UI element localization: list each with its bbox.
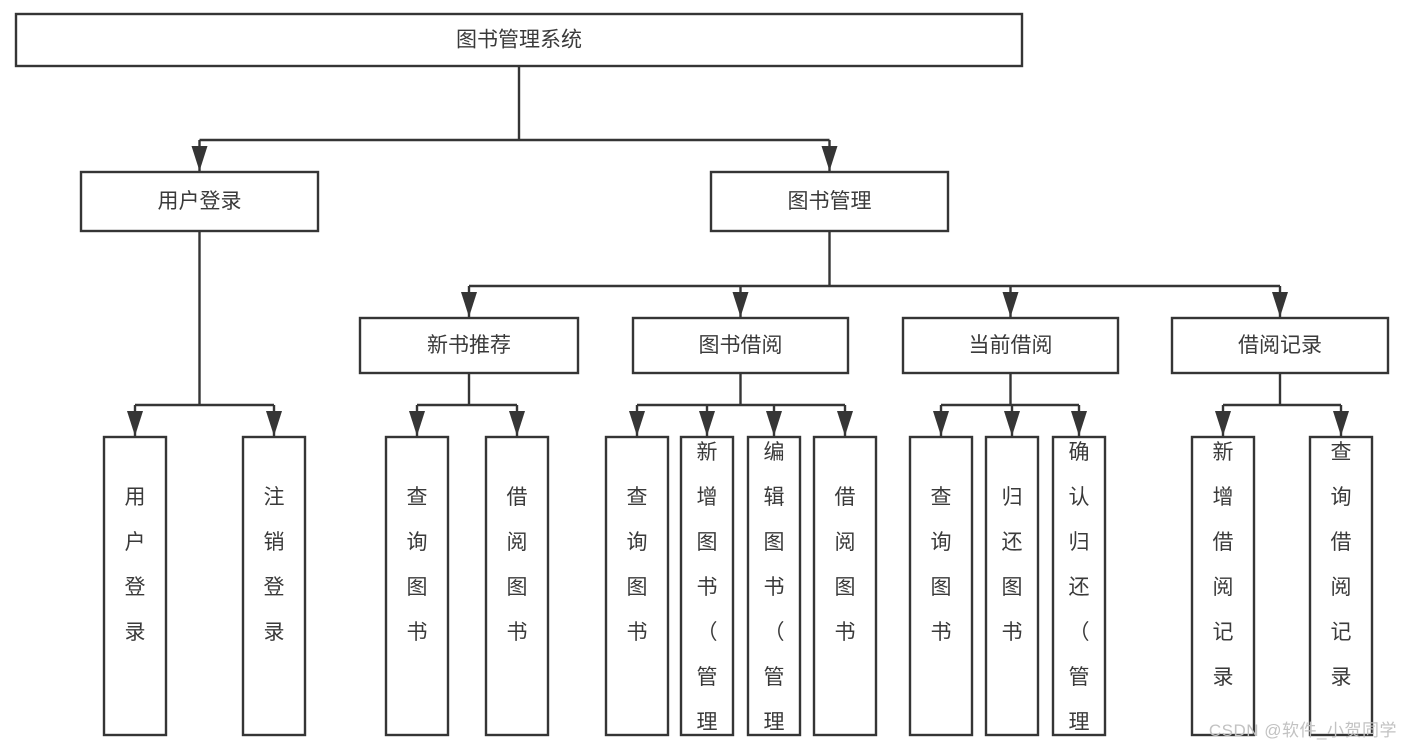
node-root[interactable]: 图书管理系统 <box>14 12 1024 68</box>
node-leaf-record-add[interactable]: 新增借阅记录 <box>1190 435 1256 737</box>
node-box-newbook <box>358 316 580 375</box>
node-leaf-borrow-edit[interactable]: 编辑图书（管理员） <box>746 435 802 747</box>
node-leaf-current-query[interactable]: 查询图书 <box>908 435 974 737</box>
arrowhead-leaf-borrow-lend <box>837 411 853 436</box>
arrowhead-leaf-current-confirm <box>1071 411 1087 436</box>
node-label-leaf-user-logout: 注销登录 <box>264 486 285 644</box>
node-leaf-newbook-borrow[interactable]: 借阅图书 <box>484 435 550 737</box>
node-box-leaf-newbook-borrow <box>484 435 550 737</box>
arrowhead-borrow <box>732 292 749 317</box>
connector-edges <box>127 66 1349 436</box>
node-label-leaf-borrow-query: 查询图书 <box>627 486 648 644</box>
node-label-leaf-newbook-query: 查询图书 <box>407 486 428 644</box>
node-label-borrow: 图书借阅 <box>699 334 783 357</box>
node-label-leaf-current-confirm: 确认归还（管理员） <box>1069 441 1090 747</box>
arrowhead-leaf-current-query <box>933 411 949 436</box>
node-leaf-borrow-query[interactable]: 查询图书 <box>604 435 670 737</box>
node-record[interactable]: 借阅记录 <box>1170 316 1390 375</box>
node-leaf-borrow-lend[interactable]: 借阅图书 <box>812 435 878 737</box>
edge-group-bookmgmt <box>461 231 1288 317</box>
arrowhead-leaf-newbook-borrow <box>509 411 525 436</box>
node-current[interactable]: 当前借阅 <box>901 316 1120 375</box>
edge-group-borrow <box>629 373 853 436</box>
edge-group-login <box>127 231 282 436</box>
arrowhead-leaf-record-query <box>1333 411 1349 436</box>
node-box-root <box>14 12 1024 68</box>
arrowhead-leaf-user-logout <box>266 411 282 436</box>
node-leaf-current-confirm[interactable]: 确认归还（管理员） <box>1051 435 1107 747</box>
node-leaf-user-login[interactable]: 用户登录 <box>102 435 168 737</box>
node-leaf-user-logout[interactable]: 注销登录 <box>241 435 307 737</box>
node-label-leaf-current-return: 归还图书 <box>1002 486 1023 644</box>
arrowhead-leaf-borrow-add <box>699 411 715 436</box>
node-box-leaf-user-logout <box>241 435 307 737</box>
node-box-leaf-borrow-edit <box>746 435 802 737</box>
arrowhead-leaf-current-return <box>1004 411 1020 436</box>
node-label-login: 用户登录 <box>158 190 242 213</box>
arrowhead-record <box>1272 292 1288 317</box>
node-label-bookmgmt: 图书管理 <box>788 190 872 213</box>
node-label-leaf-borrow-lend: 借阅图书 <box>835 486 856 644</box>
arrowhead-leaf-record-add <box>1215 411 1231 436</box>
node-leaf-newbook-query[interactable]: 查询图书 <box>384 435 450 737</box>
arrowhead-leaf-borrow-query <box>629 411 645 436</box>
node-box-leaf-borrow-add <box>679 435 735 737</box>
node-box-record <box>1170 316 1390 375</box>
node-box-leaf-user-login <box>102 435 168 737</box>
node-box-leaf-record-query <box>1308 435 1374 737</box>
node-label-record: 借阅记录 <box>1238 334 1322 357</box>
node-borrow[interactable]: 图书借阅 <box>631 316 850 375</box>
node-box-leaf-newbook-query <box>384 435 450 737</box>
node-label-leaf-current-query: 查询图书 <box>931 486 952 644</box>
node-box-current <box>901 316 1120 375</box>
edge-group-root <box>191 66 838 171</box>
node-box-leaf-borrow-lend <box>812 435 878 737</box>
node-leaf-record-query[interactable]: 查询借阅记录 <box>1308 435 1374 737</box>
node-leaf-borrow-add[interactable]: 新增图书（管理员） <box>679 435 735 747</box>
node-label-root: 图书管理系统 <box>456 29 582 52</box>
node-box-bookmgmt <box>709 170 950 233</box>
edge-group-current <box>933 373 1087 436</box>
node-label-current: 当前借阅 <box>969 334 1053 357</box>
node-box-login <box>79 170 320 233</box>
node-boxes: 图书管理系统用户登录图书管理新书推荐图书借阅当前借阅借阅记录用户登录注销登录查询… <box>14 12 1390 747</box>
node-label-leaf-borrow-add: 新增图书（管理员） <box>697 441 718 747</box>
node-leaf-current-return[interactable]: 归还图书 <box>984 435 1040 737</box>
arrowhead-leaf-newbook-query <box>409 411 425 436</box>
watermark-label: CSDN @软件_小贺同学 <box>1208 721 1397 740</box>
node-box-borrow <box>631 316 850 375</box>
node-bookmgmt[interactable]: 图书管理 <box>709 170 950 233</box>
node-newbook[interactable]: 新书推荐 <box>358 316 580 375</box>
arrowhead-leaf-user-login <box>127 411 143 436</box>
node-label-leaf-newbook-borrow: 借阅图书 <box>507 486 528 644</box>
node-box-leaf-current-confirm <box>1051 435 1107 737</box>
edge-group-newbook <box>409 373 525 436</box>
node-box-leaf-current-query <box>908 435 974 737</box>
node-box-leaf-record-add <box>1190 435 1256 737</box>
node-label-leaf-borrow-edit: 编辑图书（管理员） <box>764 441 785 747</box>
node-label-leaf-record-query: 查询借阅记录 <box>1331 441 1352 689</box>
node-label-leaf-user-login: 用户登录 <box>125 486 146 644</box>
arrowhead-newbook <box>461 292 477 317</box>
arrowhead-login <box>191 146 208 171</box>
node-label-newbook: 新书推荐 <box>427 334 511 357</box>
arrowhead-bookmgmt <box>821 146 838 171</box>
node-box-leaf-current-return <box>984 435 1040 737</box>
edge-group-record <box>1215 373 1349 436</box>
arrowhead-current <box>1002 292 1019 317</box>
node-box-leaf-borrow-query <box>604 435 670 737</box>
arrowhead-leaf-borrow-edit <box>766 411 782 436</box>
node-login[interactable]: 用户登录 <box>79 170 320 233</box>
node-label-leaf-record-add: 新增借阅记录 <box>1213 441 1234 689</box>
